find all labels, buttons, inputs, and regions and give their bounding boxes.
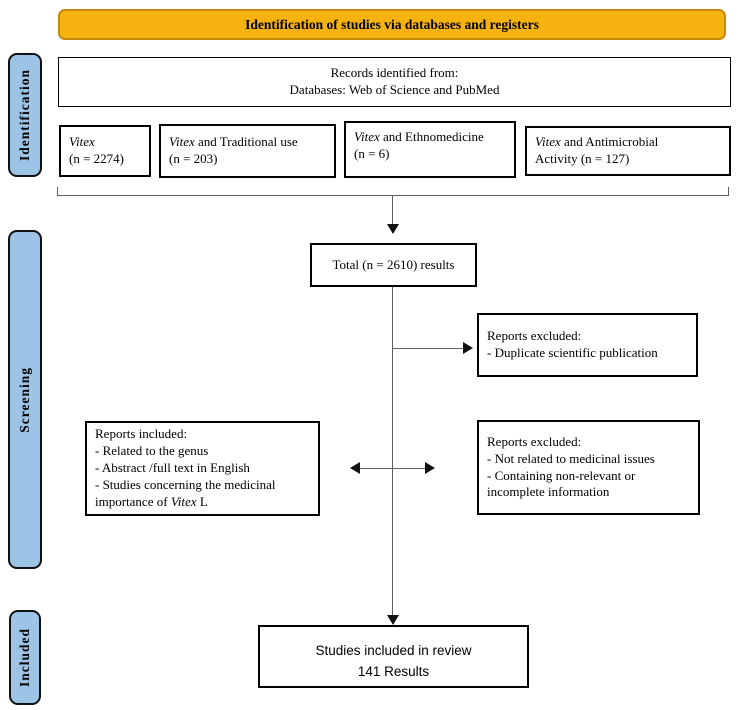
keyword-box-antimicrobial: Vitex and Antimicrobial Activity (n = 12… [525, 126, 731, 176]
included-line5: importance of Vitex L [95, 494, 310, 511]
excluded2-line3: - Containing non-relevant or [487, 467, 636, 483]
final-studies-box: Studies included in review 141 Results [258, 625, 529, 688]
branch-line-excluded-1 [392, 348, 463, 349]
keyword-box-vitex: Vitex (n = 2274) [59, 125, 151, 177]
arrowhead-to-total [387, 224, 399, 234]
included-line5-term: Vitex [170, 493, 197, 509]
keyword-box-traditional-use-count: (n = 203) [169, 151, 218, 166]
included-line4: - Studies concerning the medicinal [95, 476, 276, 492]
included-line5-pre: importance of [95, 493, 171, 509]
included-line5-post: L [196, 493, 208, 509]
included-line1: Reports included: [95, 426, 188, 442]
keyword-box-antimicrobial-line1: Vitex and Antimicrobial [535, 134, 721, 151]
double-arrowhead-left [350, 462, 360, 474]
excluded-box-duplicates: Reports excluded: - Duplicate scientific… [477, 313, 698, 377]
final-line1: Studies included in review [315, 643, 472, 659]
keyword-box-traditional-use-term: Vitex [169, 134, 195, 150]
included-line2: - Related to the genus [95, 443, 209, 459]
bracket-tick-right [728, 187, 729, 196]
total-results-box: Total (n = 2610) results [310, 243, 477, 287]
banner-title: Identification of studies via databases … [58, 9, 726, 40]
connector-bracket-to-total [392, 195, 393, 224]
banner-title-text: Identification of studies via databases … [245, 16, 539, 32]
stage-label-included: Included [9, 610, 41, 705]
keyword-box-vitex-line1: Vitex [69, 134, 141, 151]
included-line3: - Abstract /full text in English [95, 460, 250, 476]
excluded2-line4: incomplete information [487, 484, 610, 500]
records-line1: Records identified from: [330, 65, 459, 81]
keyword-box-vitex-count: (n = 2274) [69, 151, 124, 166]
keyword-box-ethnomedicine-rest: and Ethnomedicine [379, 129, 484, 144]
arrowhead-excluded-1 [463, 342, 473, 354]
records-line2: Databases: Web of Science and PubMed [289, 82, 500, 97]
double-arrowhead-right [425, 462, 435, 474]
double-arrow-line [358, 468, 427, 469]
excluded-box-relevance: Reports excluded: - Not related to medic… [477, 420, 700, 515]
records-identified-box: Records identified from: Databases: Web … [58, 57, 731, 107]
keyword-box-ethnomedicine-term: Vitex [354, 129, 380, 144]
stage-label-identification: Identification [8, 53, 42, 177]
keyword-box-antimicrobial-count: Activity (n = 127) [535, 151, 630, 166]
stage-label-identification-text: Identification [17, 68, 32, 161]
keyword-box-ethnomedicine-count: (n = 6) [354, 145, 390, 161]
main-stem-line [392, 287, 393, 616]
excluded1-line2: - Duplicate scientific publication [487, 345, 658, 360]
keyword-box-ethnomedicine: Vitex and Ethnomedicine (n = 6) [344, 121, 516, 178]
bracket-line [57, 195, 729, 196]
keyword-box-traditional-use-rest: and Traditional use [194, 134, 298, 150]
bracket-tick-left [57, 187, 58, 196]
final-line2: 141 Results [357, 663, 430, 679]
keyword-box-ethnomedicine-line1: Vitex and Ethnomedicine [354, 129, 506, 146]
excluded1-line1: Reports excluded: [487, 328, 582, 344]
excluded2-line1: Reports excluded: [487, 433, 582, 449]
stage-label-screening: Screening [8, 230, 42, 569]
keyword-box-antimicrobial-rest: and Antimicrobial [560, 134, 659, 150]
keyword-box-traditional-use-line1: Vitex and Traditional use [169, 134, 326, 151]
excluded2-line2: - Not related to medicinal issues [487, 450, 655, 466]
stage-label-screening-text: Screening [17, 366, 32, 433]
stage-label-included-text: Included [17, 627, 32, 688]
keyword-box-traditional-use: Vitex and Traditional use (n = 203) [159, 124, 336, 178]
included-criteria-box: Reports included: - Related to the genus… [85, 421, 320, 516]
total-results-text: Total (n = 2610) results [332, 256, 455, 272]
arrowhead-to-final [387, 615, 399, 625]
keyword-box-antimicrobial-term: Vitex [535, 134, 561, 150]
keyword-box-vitex-term: Vitex [69, 134, 95, 150]
